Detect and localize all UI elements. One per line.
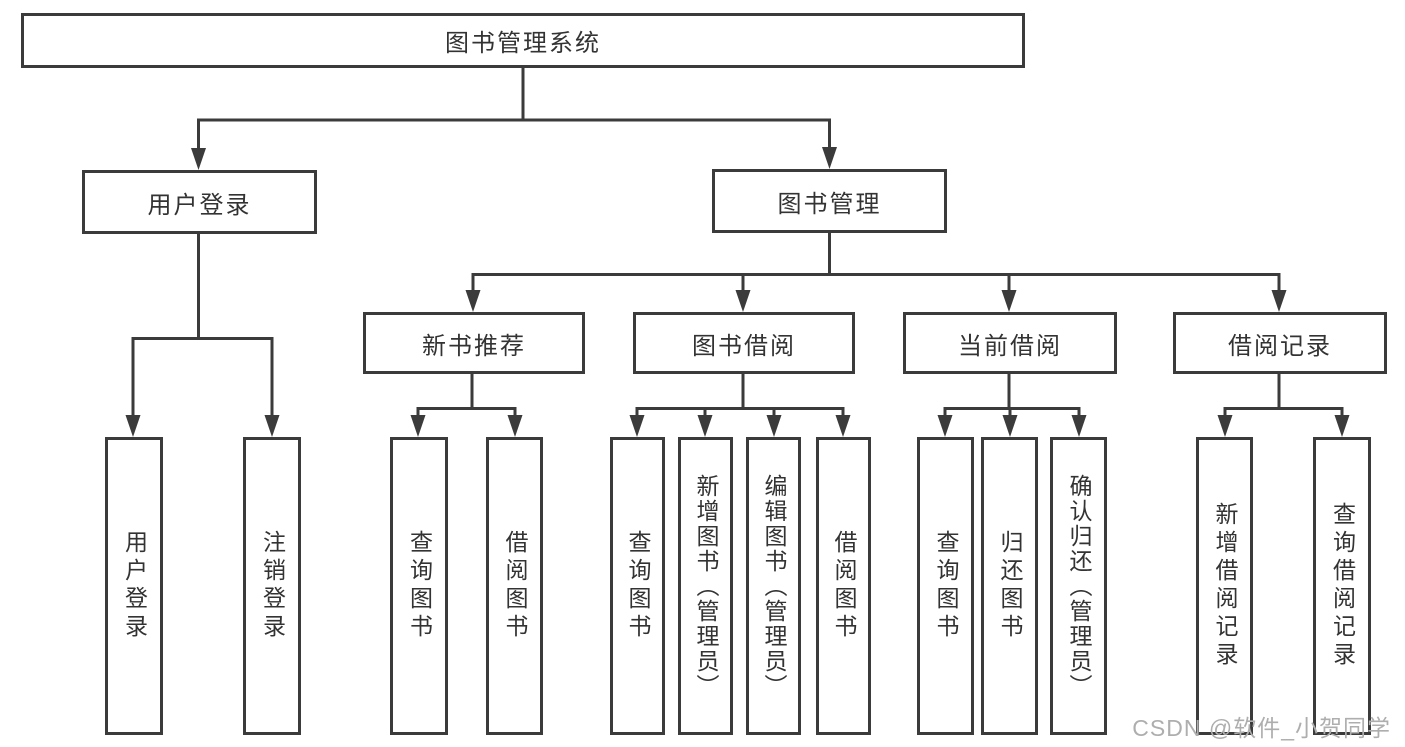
arrowhead <box>507 415 523 437</box>
arrowhead <box>629 415 645 437</box>
node-borrow-records: 借阅记录 <box>1173 312 1387 374</box>
edge-bookborrow-to-leaves <box>635 372 845 419</box>
arrowhead <box>264 415 280 437</box>
arrowhead <box>410 415 426 437</box>
edge-bookmgmt-to-level3 <box>471 231 1281 294</box>
leaf-borrow-borrow-books: 借阅图书 <box>816 437 871 735</box>
leaf-current-query-books: 查询图书 <box>917 437 974 735</box>
arrowhead <box>697 415 713 437</box>
edge-newbook-to-leaves <box>416 372 517 419</box>
arrowhead <box>1271 290 1287 312</box>
leaf-user-login: 用户登录 <box>105 437 163 735</box>
edge-root-to-level2 <box>197 66 831 152</box>
arrowhead <box>191 148 206 170</box>
arrowhead <box>1002 415 1018 437</box>
node-book-management: 图书管理 <box>712 169 947 233</box>
leaf-current-confirm-return-admin: 确认归还（管理员） <box>1050 437 1107 735</box>
arrowhead <box>822 147 837 169</box>
arrowhead <box>1217 415 1233 437</box>
arrowhead <box>1001 290 1017 312</box>
leaf-borrow-query-books: 查询图书 <box>610 437 665 735</box>
arrowhead <box>735 290 751 312</box>
node-book-borrow: 图书借阅 <box>633 312 855 374</box>
leaf-logout-login: 注销登录 <box>243 437 301 735</box>
leaf-borrow-add-books-admin: 新增图书（管理员） <box>678 437 733 735</box>
node-user-login: 用户登录 <box>82 170 317 234</box>
leaf-current-return-books: 归还图书 <box>981 437 1038 735</box>
leaf-borrow-edit-books-admin: 编辑图书（管理员） <box>746 437 801 735</box>
csdn-watermark: CSDN @软件_小贺同学 <box>1132 715 1391 741</box>
edge-records-to-leaves <box>1223 372 1344 419</box>
leaf-records-query-borrow-record: 查询借阅记录 <box>1313 437 1371 735</box>
node-new-book-recommend: 新书推荐 <box>363 312 585 374</box>
leaf-newbook-query-books: 查询图书 <box>390 437 448 735</box>
arrowhead <box>766 415 782 437</box>
node-current-borrow: 当前借阅 <box>903 312 1117 374</box>
edge-userlogin-to-leaves <box>131 232 274 419</box>
arrowhead <box>465 290 481 312</box>
arrowhead <box>835 415 851 437</box>
node-root: 图书管理系统 <box>21 13 1025 68</box>
arrowhead <box>937 415 953 437</box>
leaf-records-add-borrow-record: 新增借阅记录 <box>1196 437 1253 735</box>
leaf-newbook-borrow-books: 借阅图书 <box>486 437 543 735</box>
edge-currentborrow-to-leaves <box>943 372 1081 419</box>
arrowhead <box>1071 415 1087 437</box>
arrowhead <box>1334 415 1350 437</box>
arrowhead <box>125 415 141 437</box>
